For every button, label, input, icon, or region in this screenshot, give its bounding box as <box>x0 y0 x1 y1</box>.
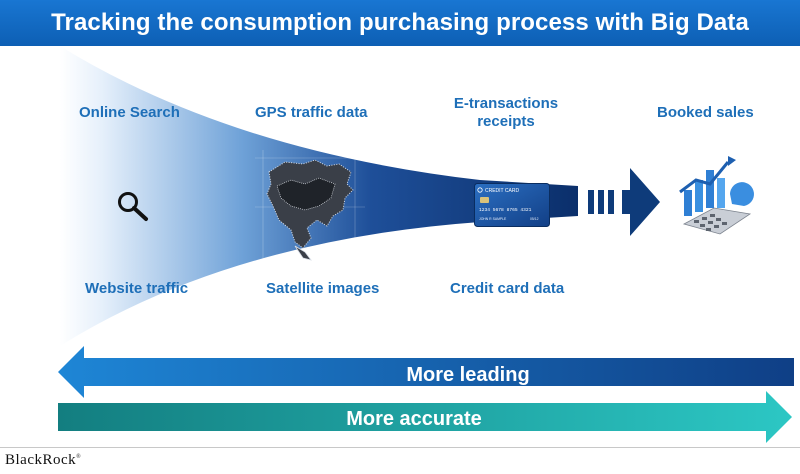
segmented-arrow-icon <box>588 168 660 236</box>
card-number-text: 1234 5678 8765 4321 <box>479 207 532 213</box>
footer-divider <box>0 447 800 448</box>
search-icon <box>118 192 148 221</box>
label-etransactions-line2: receipts <box>477 113 535 130</box>
credit-card-icon: CREDIT CARD 1234 5678 8765 4321 JOHN R S… <box>474 183 550 227</box>
label-website-traffic: Website traffic <box>85 280 189 297</box>
more-accurate-arrow: More accurate <box>58 391 792 443</box>
card-chip <box>480 197 489 203</box>
logo-text: BlackRock <box>5 452 77 468</box>
more-leading-label: More leading <box>406 364 529 386</box>
label-etransactions-line1: E-transactions <box>453 95 559 112</box>
label-satellite-images: Satellite images <box>266 280 380 297</box>
card-chip-icon <box>477 187 483 193</box>
sales-chart-calculator-icon <box>670 156 758 242</box>
more-accurate-label: More accurate <box>346 408 482 430</box>
card-expiry-text: 05/12 <box>530 217 539 221</box>
page-title: Tracking the consumption purchasing proc… <box>0 0 800 46</box>
logo-registered-mark: ® <box>76 454 82 460</box>
card-holder-text: JOHN R SAMPLE <box>479 217 507 221</box>
label-credit-card-data: Credit card data <box>450 280 565 297</box>
label-etransactions: E-transactions receipts <box>446 95 566 131</box>
label-gps-traffic: GPS traffic data <box>255 104 368 121</box>
label-booked-sales: Booked sales <box>657 104 754 121</box>
north-america-map-icon <box>255 150 365 265</box>
label-online-search: Online Search <box>79 104 180 121</box>
card-header-text: CREDIT CARD <box>485 188 519 194</box>
blackrock-logo: BlackRock® <box>5 452 81 469</box>
more-leading-arrow: More leading <box>58 346 794 398</box>
